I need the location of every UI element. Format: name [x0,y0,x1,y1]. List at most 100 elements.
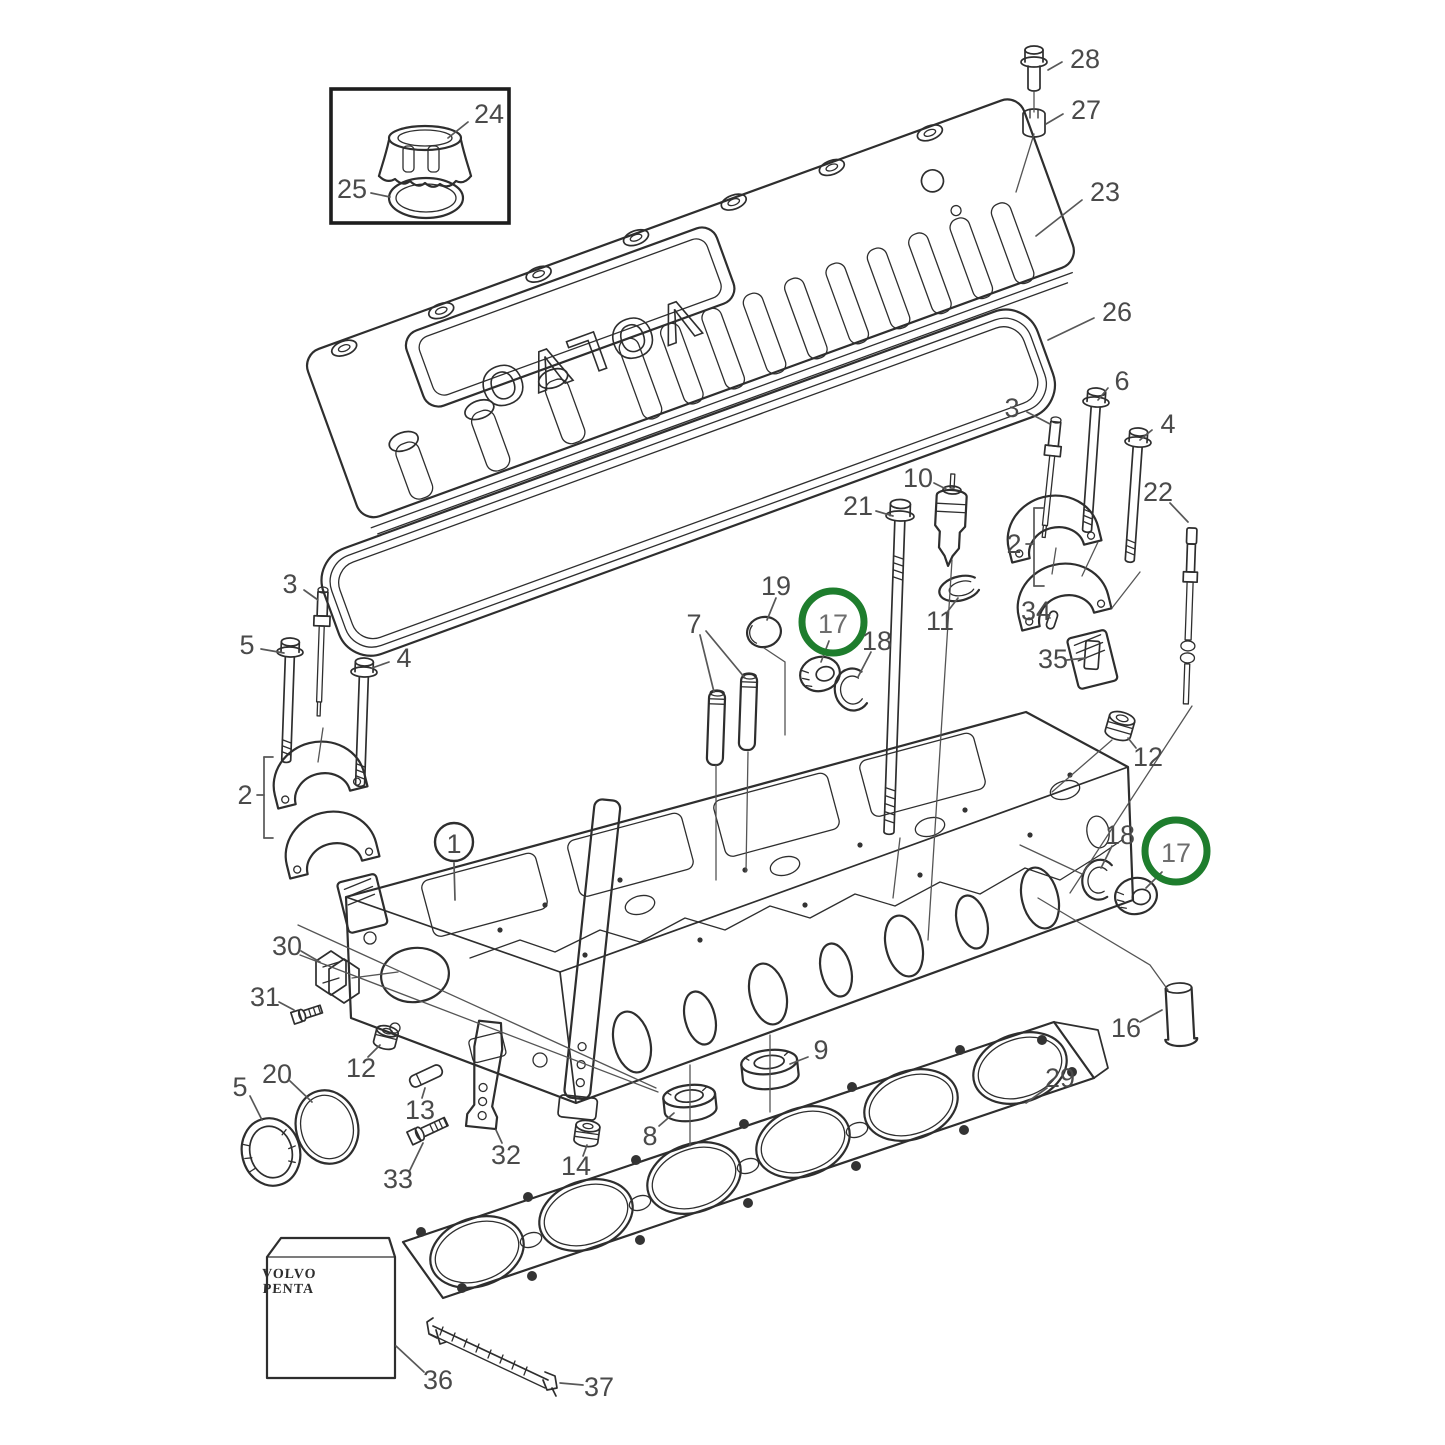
threaded-plug-right-icon [1104,710,1136,742]
svg-text:31: 31 [250,982,280,1012]
callout-14-34: 14 [561,1144,591,1181]
svg-text:22: 22 [1143,477,1173,507]
svg-text:14: 14 [561,1151,591,1181]
callout-2-11: 2 [1006,507,1045,587]
large-o-ring-icon [294,1089,360,1165]
callout-24-4: 24 [447,99,504,139]
callout-12-28: 12 [346,1044,381,1083]
callout-4-23: 4 [371,643,412,673]
oil-filler-cap-icon [377,124,473,188]
small-bolt-31-icon [289,1004,324,1025]
svg-text:4: 4 [1160,409,1175,439]
callout-21-10: 21 [843,491,894,521]
svg-text:19: 19 [761,571,791,601]
callout-3-21: 3 [282,569,319,601]
callout-23-2: 23 [1035,177,1120,237]
svg-text:18: 18 [862,626,892,656]
callout-18-17: 18 [857,626,892,678]
assembly-lines [297,91,1193,1147]
callout-17-circled-16[interactable]: 17 [798,587,868,663]
sealing-cap-right-icon [1114,876,1158,916]
kit-box-logo-line1: VOLVO [262,1267,317,1282]
svg-text:35: 35 [1038,644,1068,674]
vent-bolt-icon [1020,45,1048,92]
svg-text:37: 37 [584,1372,614,1402]
head-gasket [401,1020,1109,1300]
callout-31-27: 31 [250,982,295,1012]
svg-text:29: 29 [1045,1063,1075,1093]
cover-logo-text: VOLVO [463,286,707,426]
svg-text:28: 28 [1070,44,1100,74]
callout-10-9: 10 [903,463,947,493]
callout-11-19: 11 [926,597,959,636]
svg-text:18: 18 [1105,820,1135,850]
svg-text:3: 3 [1004,393,1019,423]
oil-sleeve-icon [1164,982,1199,1048]
callout-3-6: 3 [1004,393,1051,425]
svg-text:16: 16 [1111,1013,1141,1043]
bracket-sleeve-icon [1083,639,1101,671]
callout-9-36: 9 [789,1035,829,1065]
svg-text:30: 30 [272,931,302,961]
callout-33-32: 33 [383,1142,424,1194]
callout-35-14: 35 [1038,644,1087,674]
callout-17-circled-39[interactable]: 17 [1141,816,1211,889]
valve-cover: VOLVO [305,98,1075,535]
temperature-sensor-icon [1179,527,1199,705]
sealing-cap-left-icon [799,655,841,693]
callout-20-29: 20 [262,1059,313,1103]
svg-text:25: 25 [337,174,367,204]
callout-29-37: 29 [1025,1063,1075,1104]
cylinder-head [344,710,1135,1121]
svg-text:5: 5 [239,630,254,660]
callout-19-15: 19 [761,571,791,621]
svg-text:36: 36 [423,1365,453,1395]
lifting-bracket-icon [464,1019,504,1131]
callout-2-24: 2 [237,756,274,839]
callout-8-35: 8 [642,1112,675,1151]
cup-plug-icon [746,615,782,649]
svg-text:7: 7 [686,609,701,639]
svg-text:21: 21 [843,491,873,521]
svg-text:13: 13 [405,1095,435,1125]
callout-16-40: 16 [1111,1009,1163,1043]
svg-text:11: 11 [926,606,954,636]
valve-guide-icon [705,689,727,767]
svg-text:3: 3 [282,569,297,599]
callout-37-42: 37 [559,1372,614,1402]
svg-text:34: 34 [1021,596,1051,626]
svg-text:26: 26 [1102,297,1132,327]
callout-34-13: 34 [1021,596,1051,626]
callout-5-30: 5 [232,1072,263,1121]
svg-text:5: 5 [232,1072,247,1102]
callout-6-7: 6 [1097,366,1130,401]
end-plate-gaskets-icon [315,950,360,1004]
kit-box: VOLVO PENTA [262,1236,397,1380]
kit-box-logo-line2: PENTA [262,1282,314,1297]
callout-1-circled-25: 1 [433,821,475,901]
svg-text:8: 8 [642,1121,657,1151]
bracket-bolt-33-icon [406,1116,449,1146]
injector-icon [934,473,968,567]
injector-snap-ring-icon [938,574,981,603]
rocker-bolt-4-left-icon [350,657,378,788]
bracket-pin-icon [1045,610,1059,630]
gasket-rail [426,1317,558,1397]
callout-12-20: 12 [1127,737,1163,772]
svg-text:12: 12 [346,1053,376,1083]
threaded-plug-bottom-icon [372,1024,400,1051]
highlight-circle [1141,816,1211,886]
glow-plug-left-icon [312,586,331,717]
rocker-bracket-pair-left [263,730,389,934]
inset-box [329,87,511,225]
svg-text:24: 24 [474,99,504,129]
svg-text:1: 1 [446,829,461,859]
dowel-pin-icon [408,1064,444,1088]
svg-text:17: 17 [818,609,848,639]
callout-32-33: 32 [491,1129,521,1170]
svg-text:23: 23 [1090,177,1120,207]
callout-18-38: 18 [1100,820,1135,869]
exhaust-ports [611,866,1061,1074]
